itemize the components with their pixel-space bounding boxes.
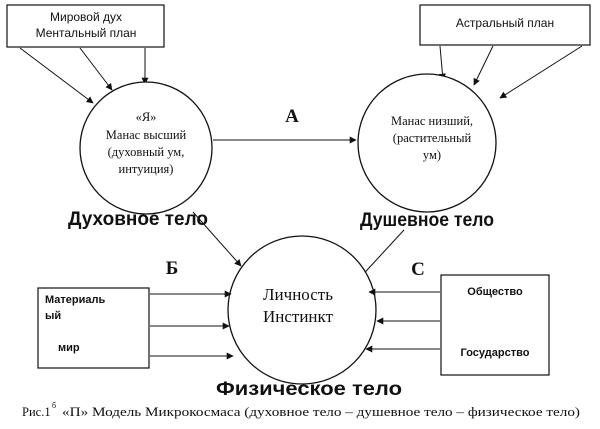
spiritual-body-label: Духовное тело <box>68 209 208 230</box>
material-world-box: Материаль ый мир <box>37 287 150 369</box>
astral-arrow-2 <box>473 45 494 86</box>
astral-arrow-1 <box>438 45 446 81</box>
caption-superscript: б <box>52 401 56 410</box>
personality-label: Личность <box>263 285 333 304</box>
self-label: «Я» <box>136 110 157 124</box>
material-label-1: Материаль <box>45 294 106 306</box>
arrow-b-label: Б <box>166 258 179 279</box>
arrow-c-label: С <box>411 259 425 280</box>
material-label-2: ый <box>45 310 61 322</box>
mind-label: ум) <box>423 148 441 162</box>
world-spirit-arrow-2 <box>79 47 113 91</box>
astral-arrow-3 <box>499 45 583 99</box>
astral-plane-box: Астральный план <box>419 4 591 46</box>
spiritual-to-physical-arrow <box>192 211 242 267</box>
spiritual-mind-label: (духовный ум, <box>108 145 185 159</box>
lower-manas-label: Манас низший, <box>391 114 473 128</box>
soul-body-label: Душевное тело <box>360 210 494 231</box>
material-arrows <box>150 290 234 360</box>
higher-manas-label: Манас высший <box>106 128 187 142</box>
caption-text: «П» Модель Микрокосмаса (духовное тело –… <box>62 405 580 419</box>
world-spirit-label: Мировой дух <box>50 10 122 24</box>
society-box: Общество Государство <box>440 274 550 376</box>
spiritual-circle: «Я» Манас высший (духовный ум, интуиция) <box>79 81 213 215</box>
world-spirit-arrow-1 <box>19 47 94 104</box>
instinct-label: Инстинкт <box>263 307 334 326</box>
state-label: Государство <box>461 347 530 359</box>
soul-circle: Манас низший, (растительный ум) <box>357 73 497 213</box>
astral-plane-label: Астральный план <box>456 16 554 30</box>
world-spirit-box: Мировой дух Ментальный план <box>6 4 165 48</box>
arrow-a: А <box>213 106 357 144</box>
world-label: мир <box>58 342 80 354</box>
physical-circle: Личность Инстинкт <box>227 235 377 385</box>
astral-arrows <box>438 45 583 99</box>
world-spirit-arrows <box>19 47 149 104</box>
figure-caption: Рис.1 б «П» Модель Микрокосмаса (духовно… <box>22 401 580 419</box>
society-label: Общество <box>467 286 523 298</box>
caption-prefix: Рис.1 <box>22 405 51 419</box>
vegetative-label: (растительный <box>393 131 472 145</box>
society-arrows <box>365 288 440 353</box>
physical-body-label: Физическое тело <box>216 379 402 400</box>
arrow-a-label: А <box>285 106 299 127</box>
mental-plane-label: Ментальный план <box>36 26 137 40</box>
intuition-label: интуиция) <box>119 162 174 176</box>
